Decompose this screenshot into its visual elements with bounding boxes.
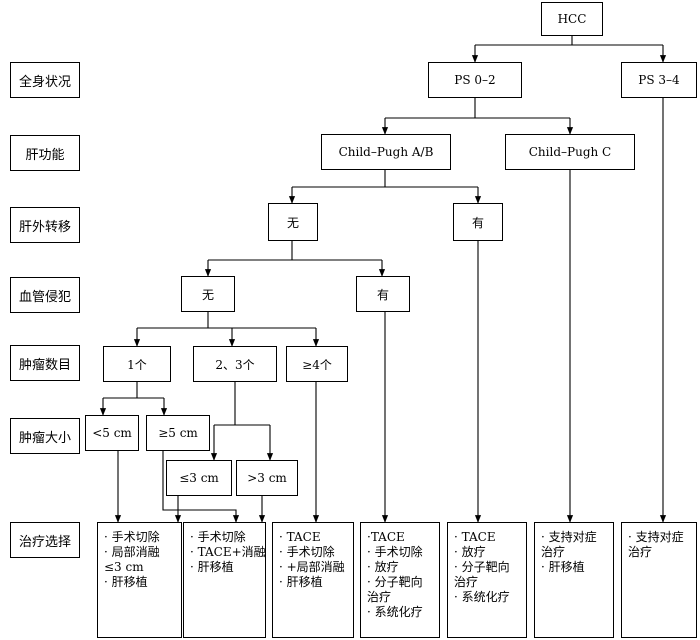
treatment-item: · 手术切除	[104, 530, 160, 544]
treatment-item: · +局部消融	[279, 560, 345, 574]
treatment-item: · TACE	[279, 530, 321, 544]
node-ps-poor: PS 3–4	[621, 62, 697, 98]
treatment-box-3: · TACE· 手术切除· +局部消融· 肝移植	[272, 522, 354, 638]
row-label-vascular-invasion: 血管侵犯	[10, 277, 80, 313]
treatment-box-5: · TACE· 放疗· 分子靶向 治疗· 系统化疗	[447, 522, 527, 638]
treatment-item: · 分子靶向	[454, 560, 510, 574]
treatment-item: · 肝移植	[541, 560, 585, 574]
treatment-item: · 肝移植	[279, 575, 323, 589]
treatment-item: · 手术切除	[279, 545, 335, 559]
row-label-extrahepatic-metastasis: 肝外转移	[10, 207, 80, 243]
node-vascular-present: 有	[356, 276, 410, 312]
node-metastasis-none: 无	[268, 203, 318, 241]
treatment-item: · TACE+消融	[190, 545, 266, 559]
treatment-item: · TACE	[454, 530, 496, 544]
treatment-item: 治疗	[367, 590, 392, 604]
node-tumor-two-three: 2、3个	[193, 346, 277, 382]
treatment-item: · 局部消融	[104, 545, 160, 559]
treatment-box-2: · 手术切除· TACE+消融· 肝移植	[183, 522, 266, 638]
treatment-item: · 放疗	[454, 545, 486, 559]
node-tumor-one: 1个	[103, 346, 171, 382]
treatment-item: 治疗	[454, 575, 479, 589]
treatment-item: · 系统化疗	[367, 605, 423, 619]
treatment-box-1: · 手术切除· 局部消融 ≤3 cm· 肝移植	[97, 522, 182, 638]
node-size-gt3: >3 cm	[236, 460, 298, 496]
node-size-le3: ≤3 cm	[166, 460, 232, 496]
node-size-ge5: ≥5 cm	[146, 415, 210, 451]
arrow-ge5-to-t2	[162, 451, 240, 523]
row-label-tumor-number: 肿瘤数目	[10, 345, 80, 381]
treatment-item: ·TACE	[367, 530, 405, 544]
treatment-item: · 手术切除	[190, 530, 246, 544]
line-ps-split	[385, 98, 570, 119]
treatment-item: · 支持对症	[628, 530, 684, 544]
node-child-pugh-ab: Child–Pugh A/B	[321, 134, 451, 170]
line-hcc-split	[475, 36, 663, 46]
treatment-item: · 支持对症	[541, 530, 597, 544]
treatment-item: ≤3 cm	[104, 560, 144, 574]
node-vascular-none: 无	[181, 276, 235, 312]
treatment-box-7: · 支持对症 治疗	[621, 522, 697, 638]
line-meta-split	[208, 241, 382, 261]
treatment-item: · 放疗	[367, 560, 399, 574]
row-label-tumor-size: 肿瘤大小	[10, 418, 80, 454]
node-metastasis-present: 有	[453, 203, 503, 241]
line-num-two-three-split	[214, 382, 270, 426]
treatment-item: · 系统化疗	[454, 590, 510, 604]
row-label-treatment: 治疗选择	[10, 522, 80, 558]
treatment-box-4: ·TACE· 手术切除· 放疗· 分子靶向 治疗· 系统化疗	[360, 522, 440, 638]
row-label-general-status: 全身状况	[10, 62, 80, 98]
node-ps-good: PS 0–2	[428, 62, 522, 98]
node-child-pugh-c: Child–Pugh C	[505, 134, 635, 170]
line-cp-split	[292, 170, 478, 188]
row-label-liver-function: 肝功能	[10, 135, 80, 171]
node-tumor-four-plus: ≥4个	[286, 346, 348, 382]
node-size-lt5: <5 cm	[85, 415, 139, 451]
treatment-item: 治疗	[628, 545, 653, 559]
treatment-item: · 手术切除	[367, 545, 423, 559]
line-num-one-split	[103, 382, 164, 399]
node-hcc: HCC	[541, 2, 603, 36]
treatment-box-6: · 支持对症 治疗· 肝移植	[534, 522, 614, 638]
treatment-item: · 肝移植	[104, 575, 148, 589]
treatment-item: 治疗	[541, 545, 566, 559]
treatment-item: · 肝移植	[190, 560, 234, 574]
line-vasc-split	[137, 312, 316, 329]
treatment-item: · 分子靶向	[367, 575, 423, 589]
